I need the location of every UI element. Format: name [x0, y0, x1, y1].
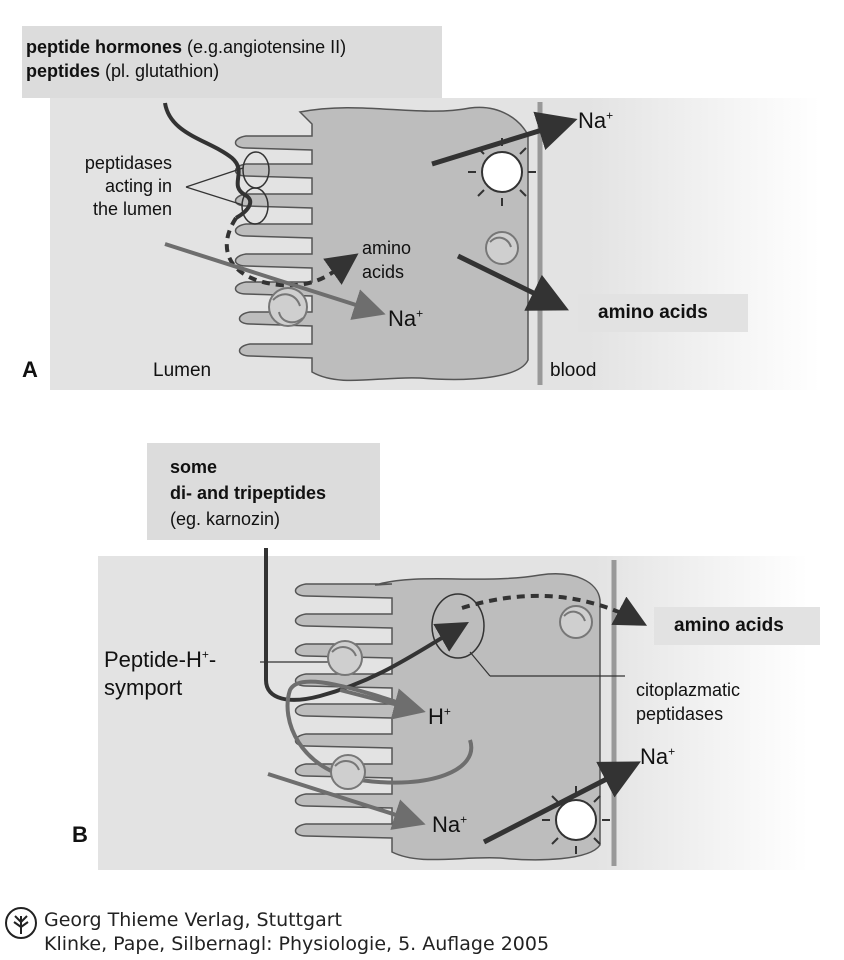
- panel-b-cyto-pointer: [469, 651, 491, 677]
- panel-a-header-line-1: peptide hormones (e.g.angiotensine II): [26, 37, 347, 57]
- panel-b-letter: B: [72, 822, 88, 847]
- panel-b-header-box: [147, 443, 380, 540]
- panel-a-amino-acids-box: [578, 294, 748, 332]
- panel-a-amino-acids-out: amino acids: [598, 302, 708, 323]
- panel-b-na-arrow-out: [482, 761, 641, 845]
- panel-b-amino-acids-out: amino acids: [674, 615, 784, 636]
- panel-a-lumen-label: Lumen: [153, 360, 212, 381]
- panel-a-header-box: [22, 26, 442, 98]
- panel-a-na-arrow-in: [164, 242, 386, 320]
- panel-a-peptidase-pointer-1: [185, 167, 244, 188]
- panel-a-na-arrow-out: [431, 111, 578, 167]
- panel-b-cell: [294, 573, 601, 861]
- panel-a-peptidase-pointer-2: [185, 186, 244, 206]
- panel-a-na-amino-transporter: [268, 287, 308, 327]
- panel-a-peptide-chain: [163, 102, 253, 220]
- panel-b-header-line-1: some: [170, 457, 218, 477]
- panel-b-na-right: Na+: [640, 744, 676, 769]
- panel-a-na-pump: [468, 138, 536, 206]
- panel-b-symporter: [327, 640, 363, 676]
- publisher-logo-icon: [5, 907, 37, 939]
- panel-a-amino-acids-inner: amino acids: [362, 238, 412, 282]
- panel-b-h-arrow: [339, 688, 426, 720]
- panel-b-h-label: H+: [428, 704, 451, 729]
- panel-b-na-transporter: [330, 754, 366, 790]
- panel-b-amino-dashed: [461, 593, 648, 626]
- panel-b-header-line-3: (eg. karnozin): [170, 509, 281, 529]
- panel-b-amino-acids-box: [654, 607, 820, 645]
- panel-a-header-line-2: peptides (pl. glutathion): [26, 61, 220, 81]
- panel-b-na-pump: [542, 786, 610, 854]
- panel-b-h-loop: [285, 679, 474, 785]
- panel-a-peptidases-label: peptidases acting in the lumen: [84, 153, 172, 219]
- panel-a-peptide-dashed: [224, 216, 359, 288]
- panel-a-letter: A: [22, 357, 38, 382]
- panel-b-symport-label: Peptide-H+- symport: [104, 647, 217, 700]
- credit-line-1: Georg Thieme Verlag, Stuttgart: [44, 909, 342, 931]
- panel-b-cyto-label: citoplazmatic peptidases: [636, 680, 741, 724]
- panel-a-na-mid: Na+: [388, 306, 424, 331]
- panel-b-na-arrow-in: [267, 772, 426, 830]
- panel-a-amino-arrow-out: [456, 253, 569, 311]
- panel-b-header-line-2: di- and tripeptides: [170, 483, 327, 503]
- panel-b-amino-exit-transporter: [559, 605, 593, 639]
- credit-line-2: Klinke, Pape, Silbernagl: Physiologie, 5…: [44, 933, 550, 955]
- panel-b-peptide-path: [264, 548, 469, 702]
- panel-a-blood-label: blood: [550, 360, 597, 381]
- panel-a-na-top: Na+: [578, 108, 614, 133]
- panel-a-amino-exit-transporter: [485, 231, 519, 265]
- panel-a-peptidase-2: [241, 187, 269, 225]
- panel-b-cyto-peptidase: [431, 593, 485, 659]
- panel-b-na-bottom: Na+: [432, 812, 468, 837]
